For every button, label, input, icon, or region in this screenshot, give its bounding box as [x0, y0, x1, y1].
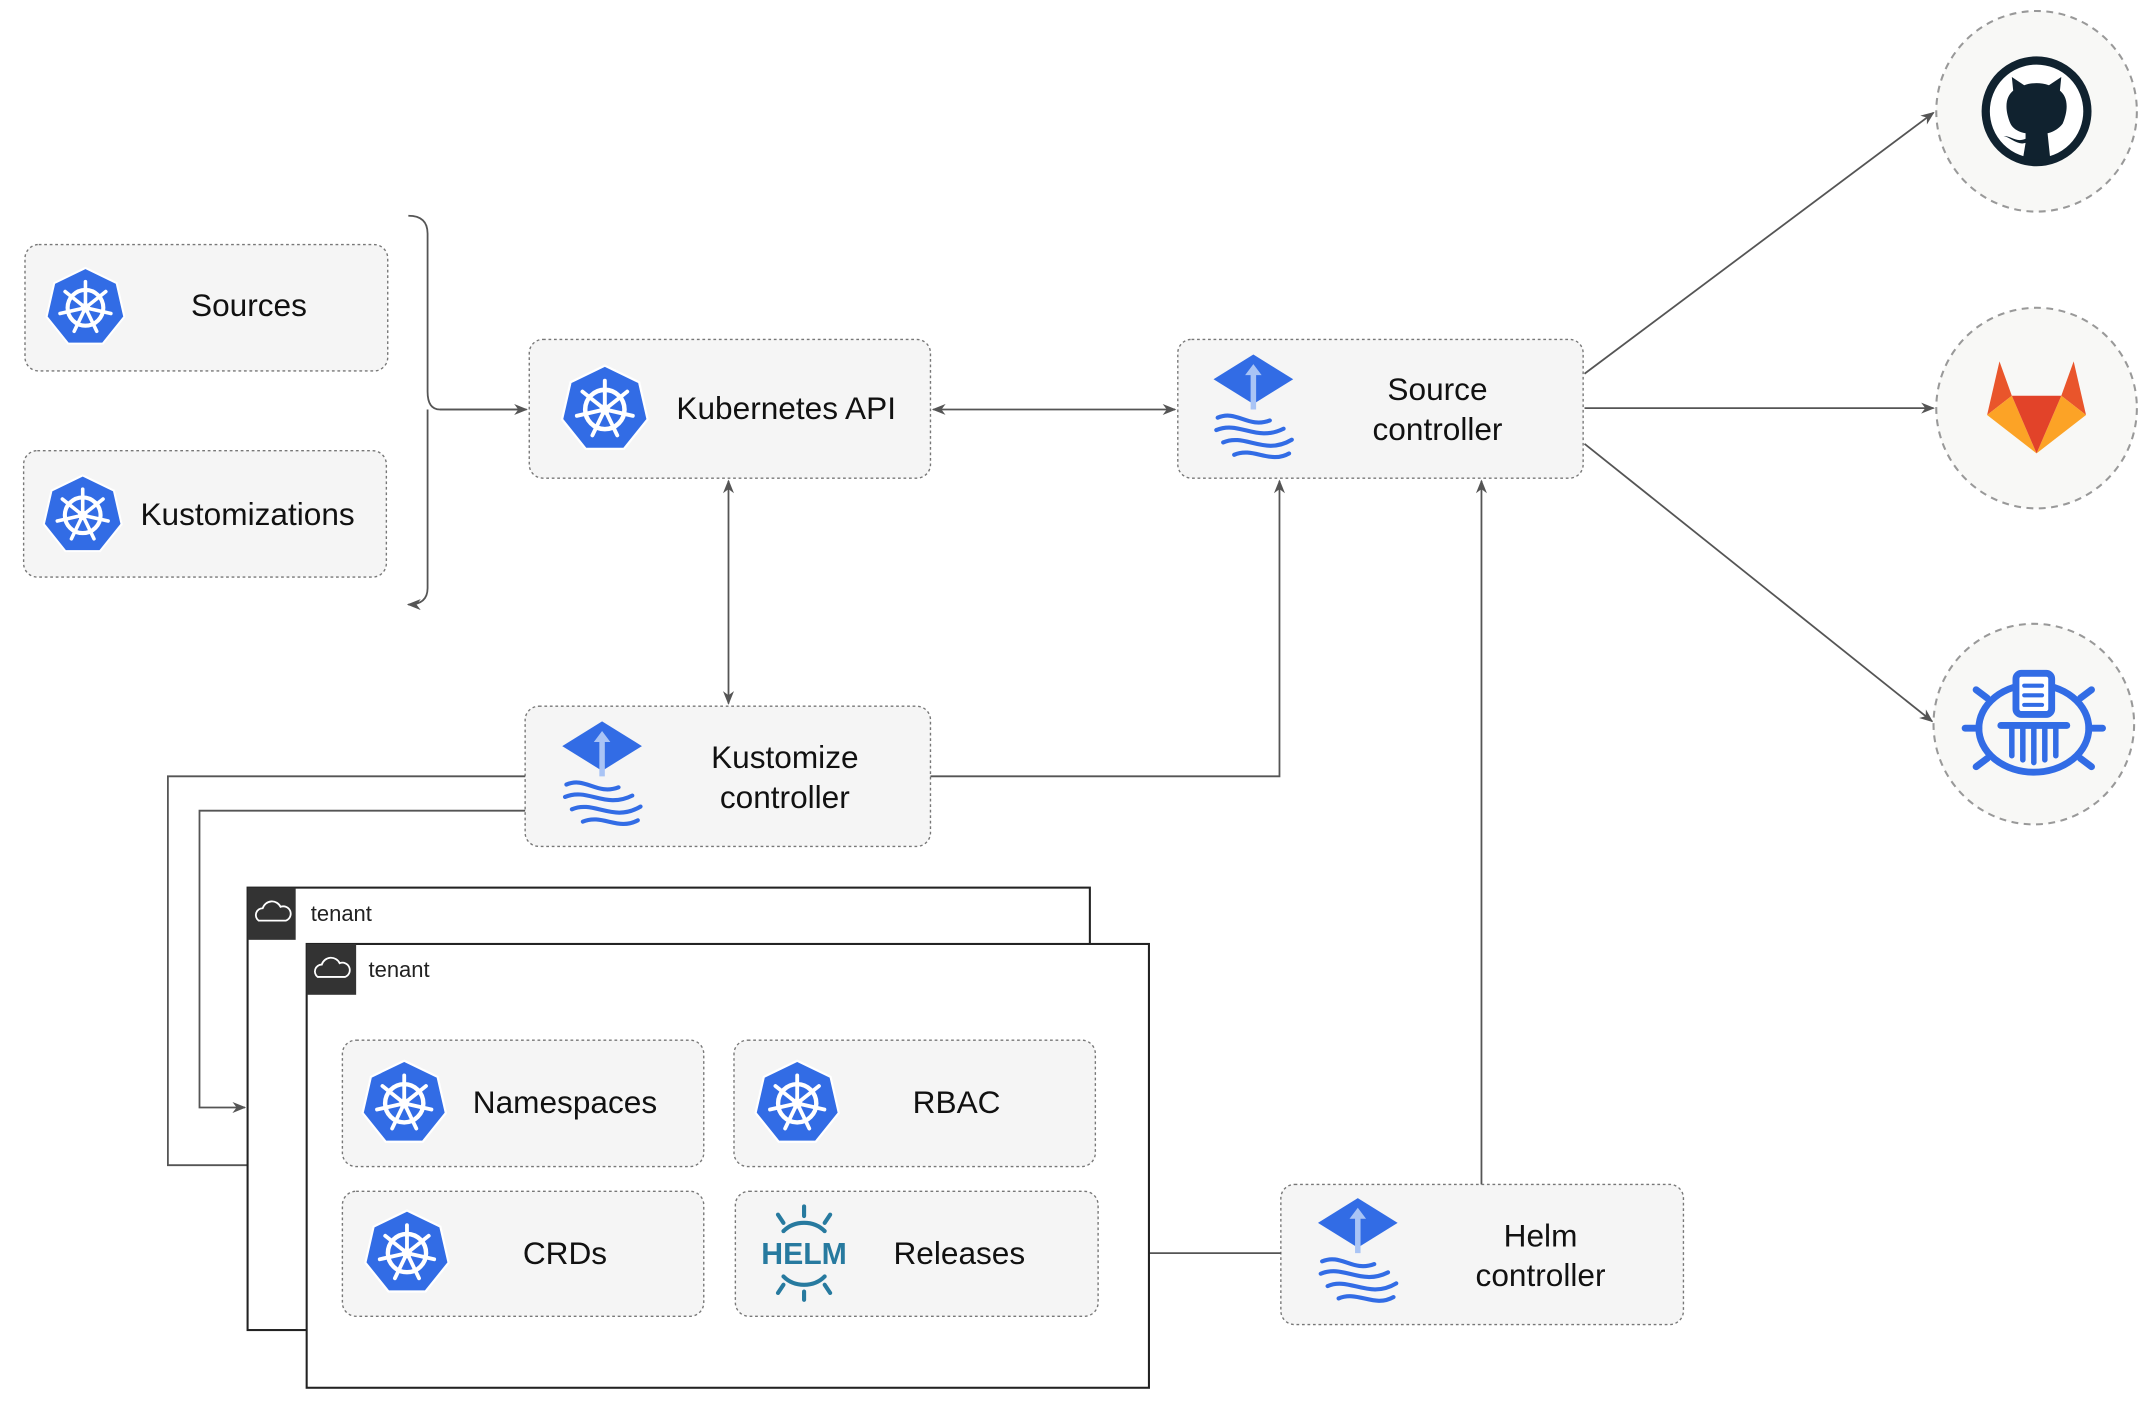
source-controller-label-1: Source [1387, 371, 1487, 407]
connectors [166, 111, 1935, 1259]
helm-controller-node[interactable]: Helm controller [1280, 1183, 1685, 1326]
source-controller-node[interactable]: Source controller [1177, 338, 1584, 479]
brace-connector [408, 214, 527, 605]
kubernetes-api-node[interactable]: Kubernetes API [528, 338, 932, 479]
kustomizations-label: Kustomizations [140, 496, 354, 532]
sources-node[interactable]: Sources [24, 243, 389, 372]
cloud-icon [254, 900, 292, 922]
gitlab-icon [1987, 361, 2087, 454]
tenant-label: tenant [311, 901, 372, 926]
helm-repository-icon [1961, 669, 2106, 776]
github-icon [1981, 56, 2092, 167]
releases-label: Releases [893, 1235, 1025, 1271]
kubernetes-api-label: Kubernetes API [676, 390, 896, 426]
namespaces-label: Namespaces [473, 1084, 657, 1120]
kustomize-controller-label-2: controller [720, 779, 850, 815]
github-node[interactable] [1935, 9, 2138, 213]
sources-label: Sources [191, 287, 307, 323]
helm-icon: HELM [761, 1204, 847, 1302]
gitlab-node[interactable] [1935, 306, 2138, 510]
crds-label: CRDs [523, 1235, 607, 1271]
rbac-label: RBAC [913, 1084, 1001, 1120]
kustomize-controller-node[interactable]: Kustomize controller [524, 705, 932, 848]
helm-controller-label-1: Helm [1504, 1217, 1578, 1253]
cloud-icon [314, 956, 351, 978]
crds-node[interactable]: CRDs [341, 1190, 705, 1318]
helm-logo-text: HELM [761, 1238, 847, 1271]
kustomize-controller-label-1: Kustomize [711, 739, 858, 775]
helm-controller-label-2: controller [1476, 1257, 1606, 1293]
namespaces-node[interactable]: Namespaces [341, 1039, 705, 1168]
rbac-node[interactable]: RBAC [733, 1039, 1097, 1168]
source-controller-label-2: controller [1373, 411, 1503, 447]
kustomizations-node[interactable]: Kustomizations [22, 449, 388, 578]
tenant-label: tenant [369, 957, 430, 982]
releases-node[interactable]: HELM Releases [734, 1190, 1099, 1318]
helm-repository-node[interactable] [1932, 622, 2136, 826]
